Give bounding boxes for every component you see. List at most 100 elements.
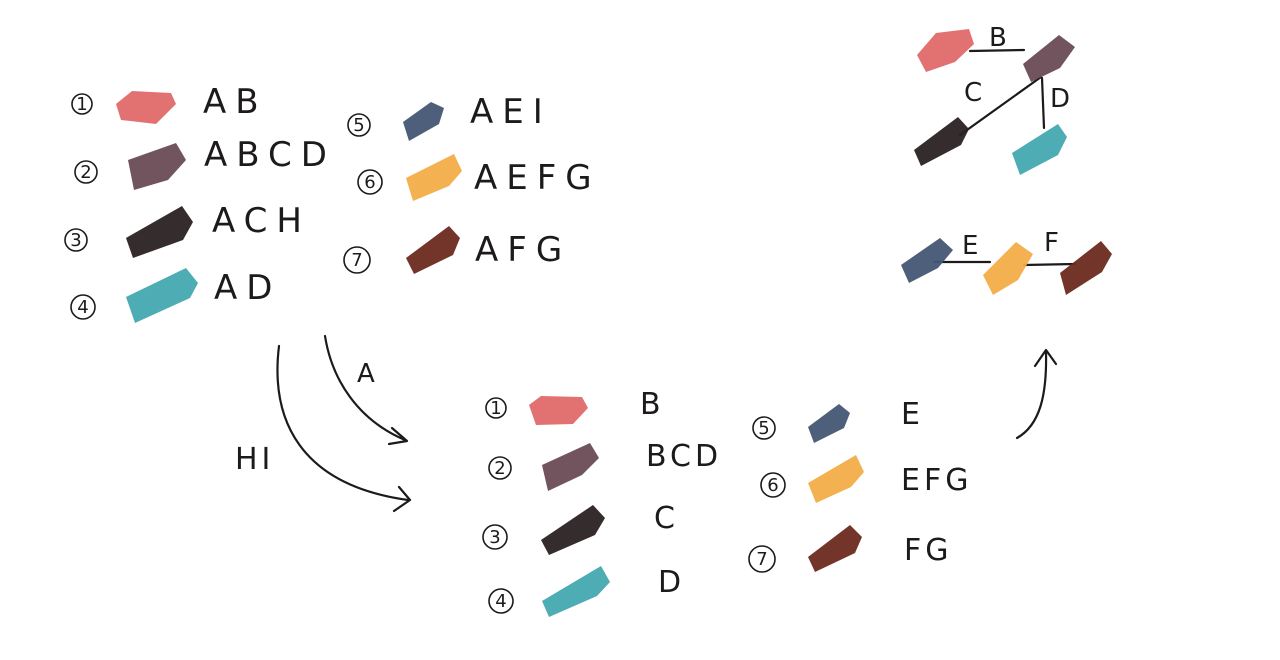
edge-d — [1040, 76, 1046, 130]
item-label: BCD — [646, 439, 722, 474]
num-circle — [343, 246, 371, 274]
reduced-item-2: 2 BCD — [488, 439, 722, 491]
color-swatch — [808, 455, 864, 503]
item-label: FG — [904, 533, 953, 568]
color-swatch — [126, 206, 193, 258]
num-circle — [70, 294, 96, 320]
left-item-7: 7 AFG — [343, 226, 571, 274]
num-circle — [64, 228, 88, 252]
color-swatch — [542, 566, 610, 617]
color-swatch — [808, 525, 862, 572]
item-number: 3 — [489, 527, 500, 548]
edge-label-f: F — [1044, 228, 1059, 258]
color-swatch — [406, 154, 462, 201]
item-label: ABCD — [204, 135, 336, 175]
color-swatch — [541, 505, 605, 555]
item-label: EFG — [901, 463, 972, 498]
edge-f — [1022, 262, 1077, 267]
num-circle — [357, 169, 383, 195]
item-label: E — [901, 397, 924, 432]
item-label: AEI — [470, 92, 552, 132]
item-number: 6 — [767, 475, 778, 496]
item-label: AFG — [475, 230, 571, 270]
item-number: 4 — [77, 297, 88, 318]
left-item-1: 1 AB — [71, 82, 268, 124]
color-swatch — [808, 404, 850, 443]
item-label: C — [654, 501, 679, 536]
node-1 — [917, 29, 974, 72]
arrow-hi-label: HI — [235, 442, 274, 477]
item-label: B — [640, 387, 665, 422]
num-circle — [748, 545, 776, 573]
arrow-up-head — [1033, 348, 1058, 368]
num-circle — [347, 113, 371, 137]
edge-label-c: C — [964, 78, 982, 108]
left-item-2: 2 ABCD — [74, 135, 336, 190]
num-circle — [71, 93, 93, 115]
item-number: 2 — [494, 458, 505, 479]
edge-c — [958, 75, 1043, 137]
left-item-6: 6 AEFG — [357, 154, 601, 201]
edge-label-e: E — [962, 231, 978, 261]
color-swatch — [128, 143, 186, 190]
item-label: AEFG — [474, 158, 601, 198]
item-number: 1 — [76, 94, 87, 115]
reduced-item-7: 7 FG — [748, 525, 953, 573]
num-circle — [482, 524, 508, 550]
item-number: 7 — [756, 549, 767, 570]
item-number: 2 — [80, 162, 91, 183]
left-item-5: 5 AEI — [347, 92, 552, 141]
up-arrow — [1015, 348, 1058, 440]
item-number: 3 — [70, 230, 81, 251]
num-circle — [752, 416, 776, 440]
item-number: 1 — [490, 398, 501, 419]
color-swatch — [406, 226, 460, 274]
item-label: D — [658, 565, 685, 600]
num-circle — [760, 472, 786, 498]
reduced-item-4: 4 D — [488, 565, 685, 617]
num-circle — [488, 588, 514, 614]
color-swatch — [126, 268, 198, 323]
color-swatch — [542, 443, 599, 491]
num-circle — [485, 397, 507, 419]
arrow-a-label: A — [357, 359, 375, 389]
color-swatch — [116, 91, 176, 124]
item-label: AD — [214, 268, 281, 308]
reduced-item-5: 5 E — [752, 397, 924, 443]
transform-arrows: A HI — [235, 334, 412, 513]
arrow-up-line — [1015, 350, 1048, 440]
reduced-item-6: 6 EFG — [760, 455, 972, 503]
item-number: 7 — [351, 250, 362, 271]
item-label: AB — [203, 82, 268, 122]
item-number: 5 — [353, 115, 364, 136]
reduced-item-3: 3 C — [482, 501, 679, 555]
node-7 — [1060, 241, 1112, 295]
num-circle — [488, 456, 512, 480]
arrow-a-head — [387, 426, 409, 446]
edge-label-d: D — [1050, 84, 1070, 114]
edge-b — [968, 48, 1026, 53]
graph-top: B C D — [914, 23, 1075, 175]
arrow-hi-head — [392, 485, 412, 513]
node-4 — [1012, 124, 1067, 175]
graph-bottom: E F — [901, 228, 1112, 295]
num-circle — [74, 160, 98, 184]
arrow-hi — [276, 344, 410, 502]
left-item-3: 3 ACH — [64, 201, 311, 258]
color-swatch — [403, 102, 444, 141]
node-2 — [1023, 35, 1075, 82]
item-number: 6 — [364, 172, 375, 193]
edge-label-b: B — [989, 23, 1007, 53]
item-number: 5 — [758, 418, 769, 439]
arrow-a — [323, 334, 407, 442]
node-6 — [983, 242, 1033, 295]
reduced-list: 1 B 2 BCD 3 C 4 D 5 E — [482, 387, 972, 617]
left-list: 1 AB 2 ABCD 3 ACH 4 AD 5 — [64, 82, 601, 323]
left-item-4: 4 AD — [70, 268, 281, 323]
color-swatch — [529, 396, 588, 425]
item-number: 4 — [495, 591, 506, 612]
node-3 — [914, 117, 969, 166]
reduced-item-1: 1 B — [485, 387, 665, 425]
item-label: ACH — [212, 201, 311, 241]
